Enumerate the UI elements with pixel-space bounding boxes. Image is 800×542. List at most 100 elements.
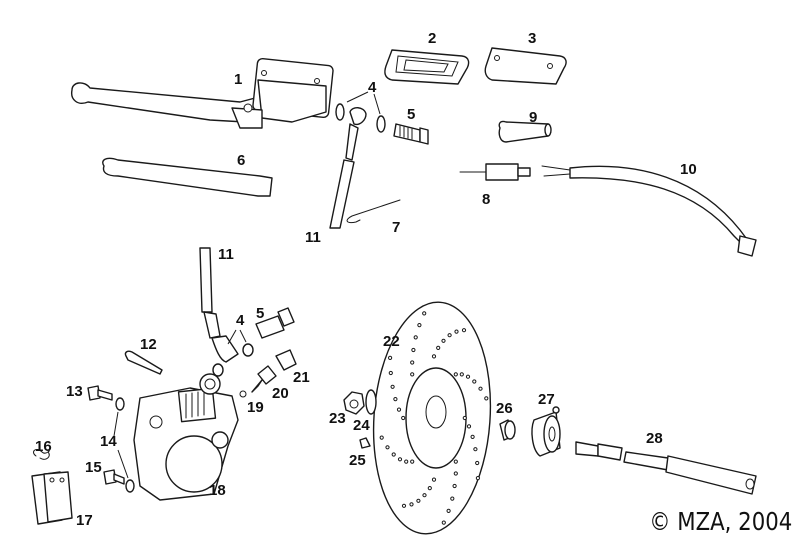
disc-drill-hole: [470, 434, 475, 439]
disc-drill-hole: [462, 415, 467, 421]
part-11-upper-brake-hose: [329, 107, 367, 229]
disc-drill-hole: [453, 471, 458, 476]
disc-drill-hole: [409, 502, 414, 507]
disc-drill-hole: [391, 452, 396, 457]
label-part-14: 14: [100, 433, 117, 450]
label-part-21: 21: [293, 369, 310, 386]
disc-drill-hole: [431, 477, 437, 482]
disc-drill-hole: [454, 329, 459, 334]
disc-drill-hole: [473, 447, 478, 452]
disc-drill-hole: [447, 333, 452, 338]
disc-drill-hole: [446, 508, 451, 513]
part-24-axle-washer: [365, 389, 377, 415]
disc-drill-hole: [465, 374, 471, 379]
label-part-23: 23: [329, 410, 346, 427]
label-part-3: 3: [528, 30, 537, 47]
part-3-reservoir-cap: [484, 47, 567, 85]
label-part-27: 27: [538, 391, 555, 408]
label-part-22: 22: [383, 333, 400, 350]
disc-drill-hole: [396, 407, 402, 412]
disc-drill-hole: [410, 360, 415, 365]
part-26-wheel-spacer: [499, 419, 516, 441]
disc-drill-hole: [401, 503, 407, 508]
disc-drill-hole: [417, 323, 422, 328]
label-part-8: 8: [482, 191, 491, 208]
label-part-11-upper: 11: [305, 229, 321, 246]
part-1-master-cylinder: [71, 57, 334, 129]
disc-drill-hole: [453, 372, 458, 377]
label-part-2: 2: [428, 30, 437, 47]
part-6-brake-lever: [102, 157, 273, 197]
disc-drill-hole: [484, 396, 489, 401]
disc-drill-hole: [410, 372, 415, 377]
disc-drill-hole: [410, 459, 415, 464]
label-part-17: 17: [76, 512, 93, 529]
label-part-1: 1: [234, 71, 243, 88]
part-10-switch-wire-harness: [541, 165, 757, 257]
label-part-7: 7: [392, 219, 401, 236]
disc-drill-hole: [466, 424, 472, 429]
part-22-brake-disc: [372, 301, 492, 535]
label-part-16: 16: [35, 438, 52, 455]
part-13-caliper-bolt: [87, 385, 113, 401]
label-part-4-lower: 4: [236, 312, 245, 329]
disc-drill-hole: [459, 372, 464, 377]
label-part-5-upper: 5: [407, 106, 416, 123]
disc-drill-hole: [393, 397, 398, 402]
part-7-lever-spring: [346, 199, 401, 223]
label-part-10: 10: [680, 161, 697, 178]
disc-drill-hole: [450, 496, 455, 501]
part-11-lower-brake-hose: [199, 247, 239, 363]
part-20-bleed-screw: [251, 365, 277, 393]
disc-drill-hole: [475, 476, 480, 481]
part-28-front-axle: [575, 441, 757, 495]
part-2-reservoir-gasket: [384, 49, 470, 85]
part-5-upper-banjo-bolt: [393, 123, 429, 145]
disc-drill-hole: [475, 460, 480, 466]
disc-drill-hole: [427, 486, 432, 491]
disc-drill-hole: [472, 379, 477, 384]
disc-drill-hole: [452, 483, 457, 489]
label-part-12: 12: [140, 336, 157, 353]
part-16-pin-clip: [33, 449, 50, 460]
disc-drill-hole: [379, 435, 384, 440]
label-part-11-lower: 11: [218, 246, 234, 263]
disc-drill-hole: [397, 457, 403, 462]
disc-drill-hole: [461, 328, 467, 333]
label-part-4-upper: 4: [368, 79, 377, 96]
disc-drill-hole: [431, 354, 437, 359]
copyright-notice: © MZA, 2004: [648, 507, 792, 536]
label-part-13: 13: [66, 383, 83, 400]
label-part-19: 19: [247, 399, 264, 416]
disc-drill-hole: [401, 415, 406, 421]
label-part-5-lower: 5: [256, 305, 265, 322]
part-15-caliper-bolt: [103, 469, 125, 485]
disc-drill-hole: [416, 498, 421, 503]
disc-drill-hole: [453, 459, 458, 464]
label-part-28: 28: [646, 430, 663, 447]
disc-drill-hole: [390, 384, 395, 389]
part-14-caliper-washers: [113, 397, 135, 493]
label-part-9: 9: [529, 109, 538, 126]
disc-drill-hole: [478, 386, 483, 391]
label-part-6: 6: [237, 152, 246, 169]
label-part-26: 26: [496, 400, 513, 417]
disc-drill-hole: [413, 335, 418, 340]
part-4-upper-washers: [335, 91, 386, 133]
disc-drill-hole: [441, 338, 446, 343]
disc-drill-hole: [388, 370, 393, 376]
part-5-lower-banjo-bolt: [255, 307, 295, 339]
part-12-pad-pin: [124, 350, 163, 375]
part-17-brake-pads: [31, 471, 73, 525]
disc-drill-hole: [441, 520, 446, 525]
part-18-brake-caliper: [133, 373, 239, 501]
part-9-switch-boot: [498, 120, 552, 143]
disc-drill-hole: [436, 345, 441, 350]
label-part-24: 24: [353, 417, 370, 434]
part-4-lower-washers: [212, 329, 254, 377]
label-part-18: 18: [209, 482, 226, 499]
part-21-bleed-cap: [275, 349, 297, 371]
disc-drill-hole: [422, 311, 427, 316]
label-part-20: 20: [272, 385, 289, 402]
